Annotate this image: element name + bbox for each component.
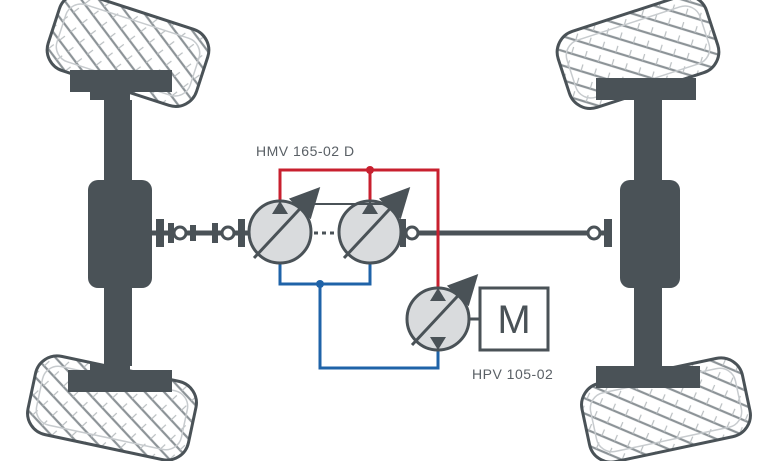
left-axle (68, 70, 172, 392)
hydraulic-pump-icon (405, 274, 479, 352)
return-line (278, 262, 440, 370)
hydraulic-motor-icon (337, 187, 411, 265)
hpv-label: HPV 105-02 (472, 366, 554, 382)
hydraulic-motor-icon (247, 187, 321, 265)
pressure-line (278, 168, 440, 288)
pressure-junction (366, 166, 374, 174)
electric-motor-icon: M (478, 286, 550, 352)
right-axle (596, 78, 700, 388)
cardan-joint-icon (212, 219, 245, 247)
cardan-joint-icon (400, 219, 420, 247)
cardan-joint-icon (586, 219, 612, 247)
return-junction (316, 280, 324, 288)
cardan-joint-icon (156, 219, 196, 247)
motor-label: M (497, 298, 530, 342)
hmv-label: HMV 165-02 D (256, 143, 355, 159)
